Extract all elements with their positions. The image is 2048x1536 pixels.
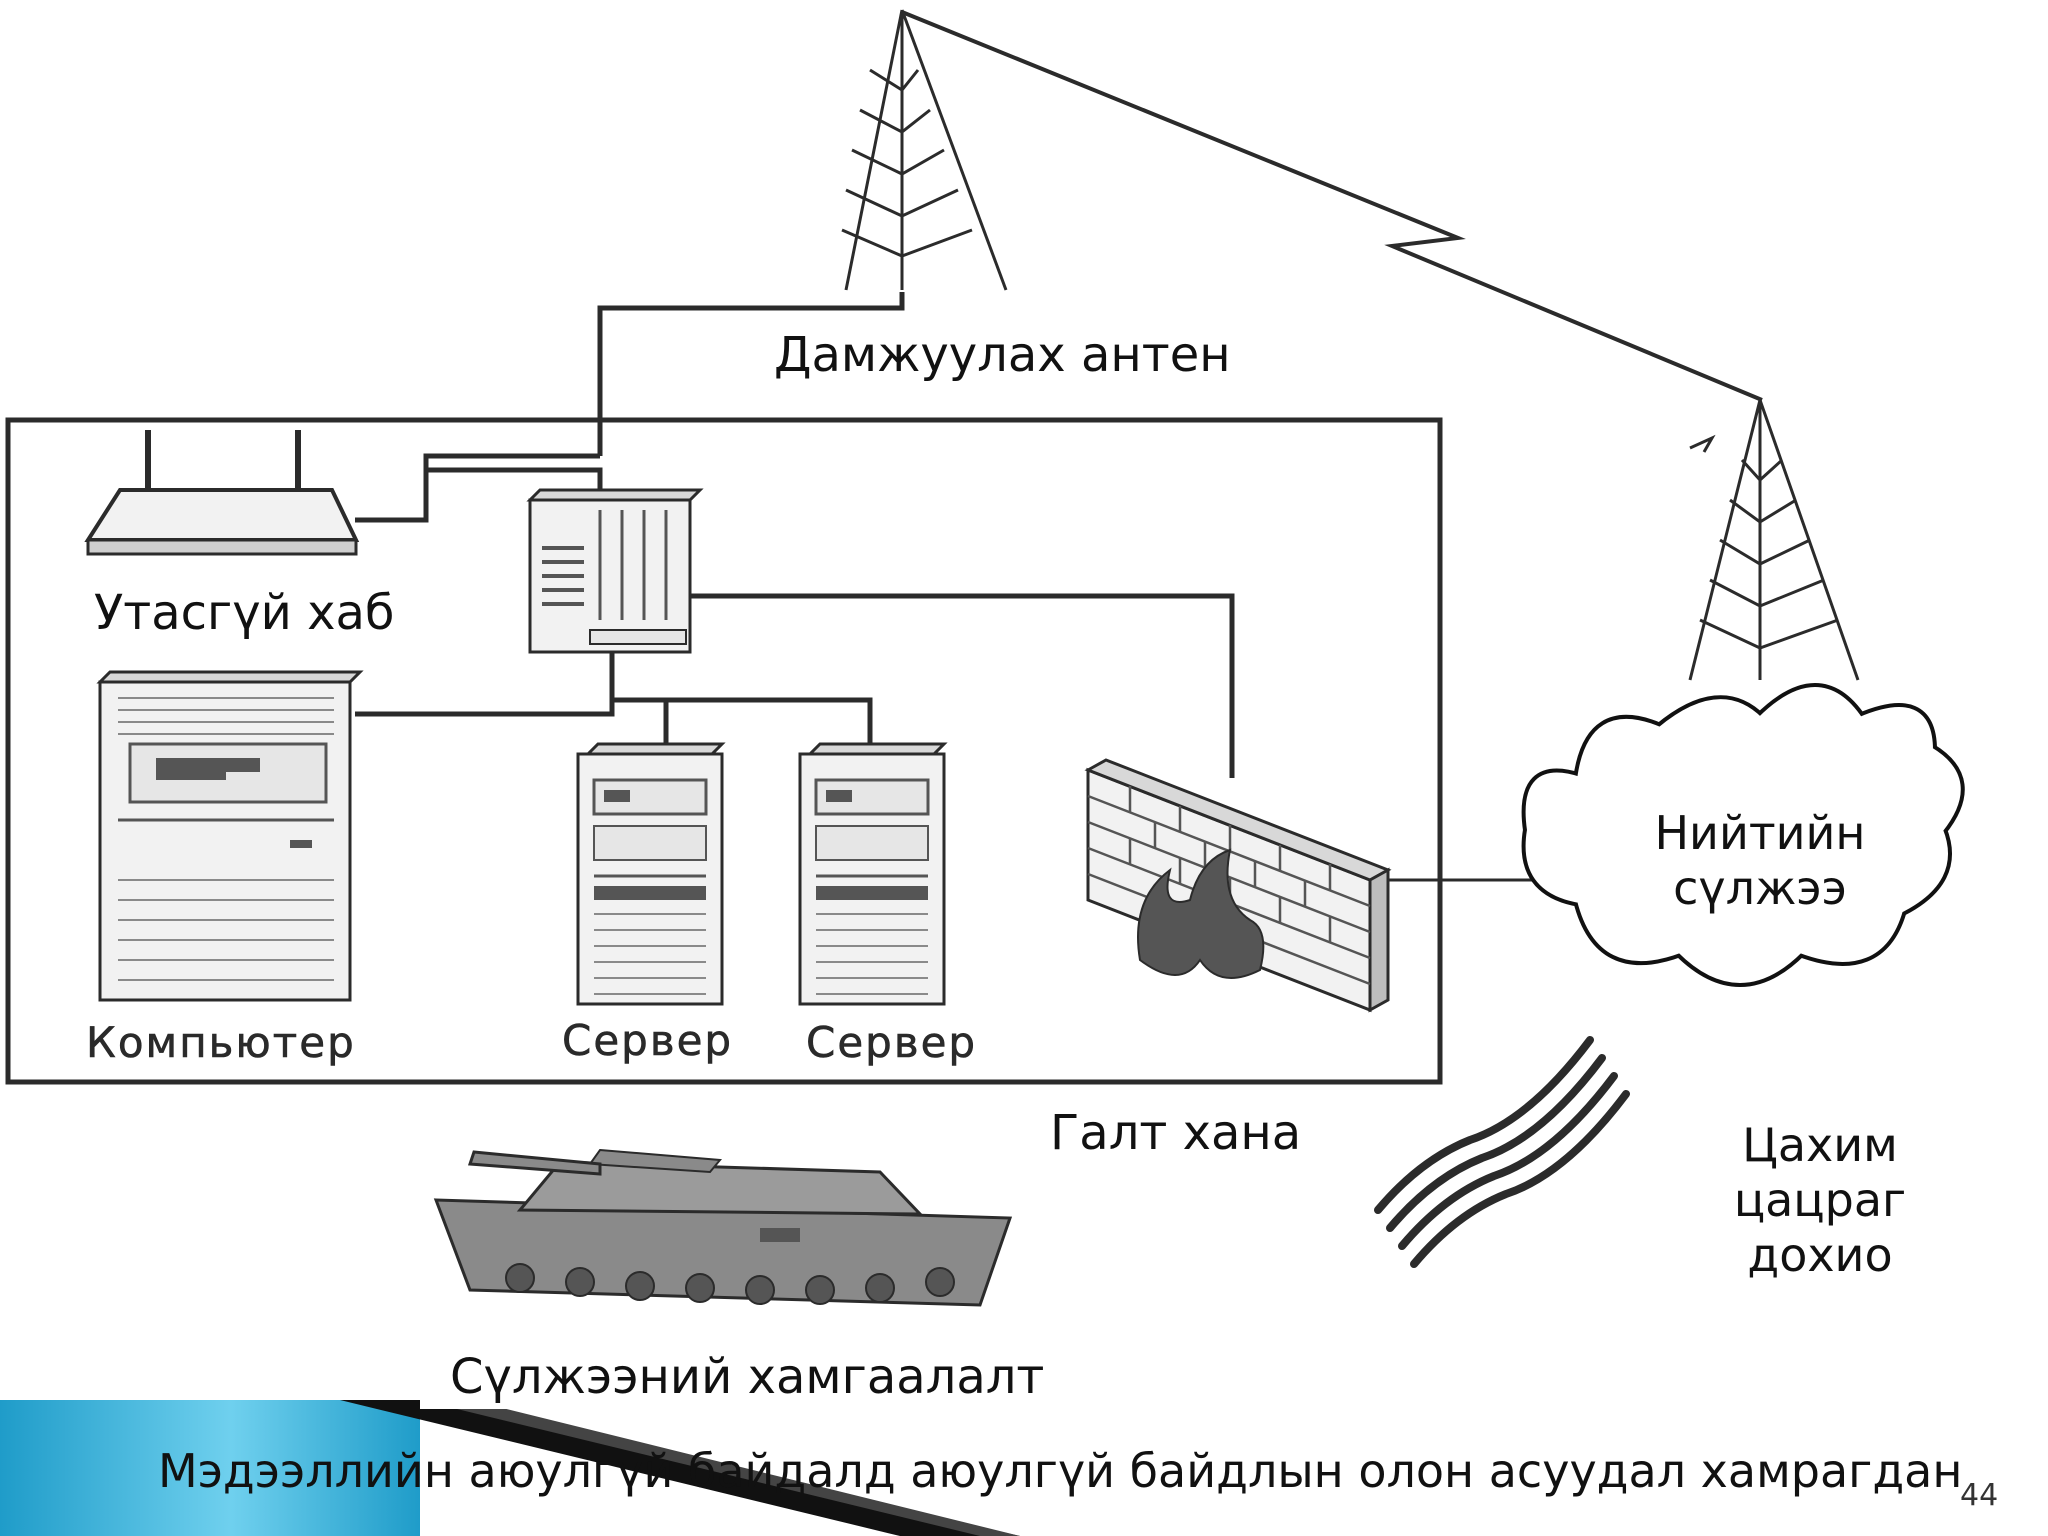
tank-icon [433,1148,1013,1307]
network-protection-label: Сүлжээний хамгаалалт [420,1346,1075,1410]
network-boundary [5,417,1443,1085]
signal-line-1: Цахим [1742,1118,1898,1172]
footer-caption: Мэдээллийн аюулгүй байдалд аюулгүй байдл… [158,1444,1963,1498]
public-network-line-2: сүлжээ [1673,861,1847,916]
radio-link [901,10,1763,402]
public-network-label: Нийтийн сүлжээ [1620,806,1900,916]
server-device-1 [576,742,726,1006]
server-device-2 [798,742,948,1006]
signal-label: Цахим цацраг дохио [1680,1118,1960,1284]
antenna-tower-left [841,9,1008,291]
wireless-hub-label: Утасгүй хаб [54,580,435,648]
signal-line-3: дохио [1747,1228,1893,1283]
antenna-tower-right [1688,399,1860,681]
signal-waves [1374,1036,1630,1268]
signal-line-2: цацраг [1733,1173,1907,1228]
firewall-device [1084,758,1392,1013]
server-label-1: Сервер [562,1016,734,1066]
public-network-line-1: Нийтийн [1654,806,1866,860]
tower-mark [1689,434,1716,453]
server-label-2: Сервер [806,1018,978,1068]
computer-label: Компьютер [86,1018,356,1068]
firewall-label: Галт хана [1040,1102,1312,1166]
footer-decoration [0,1400,1020,1536]
page-number: 44 [1960,1478,1999,1513]
network-switch-device [526,488,704,654]
network-cables [355,292,1535,882]
wireless-hub-device [84,430,360,556]
computer-device [96,670,364,1002]
antenna-label: Дамжуулах антен [764,324,1241,388]
public-network-cloud [1521,683,1965,987]
